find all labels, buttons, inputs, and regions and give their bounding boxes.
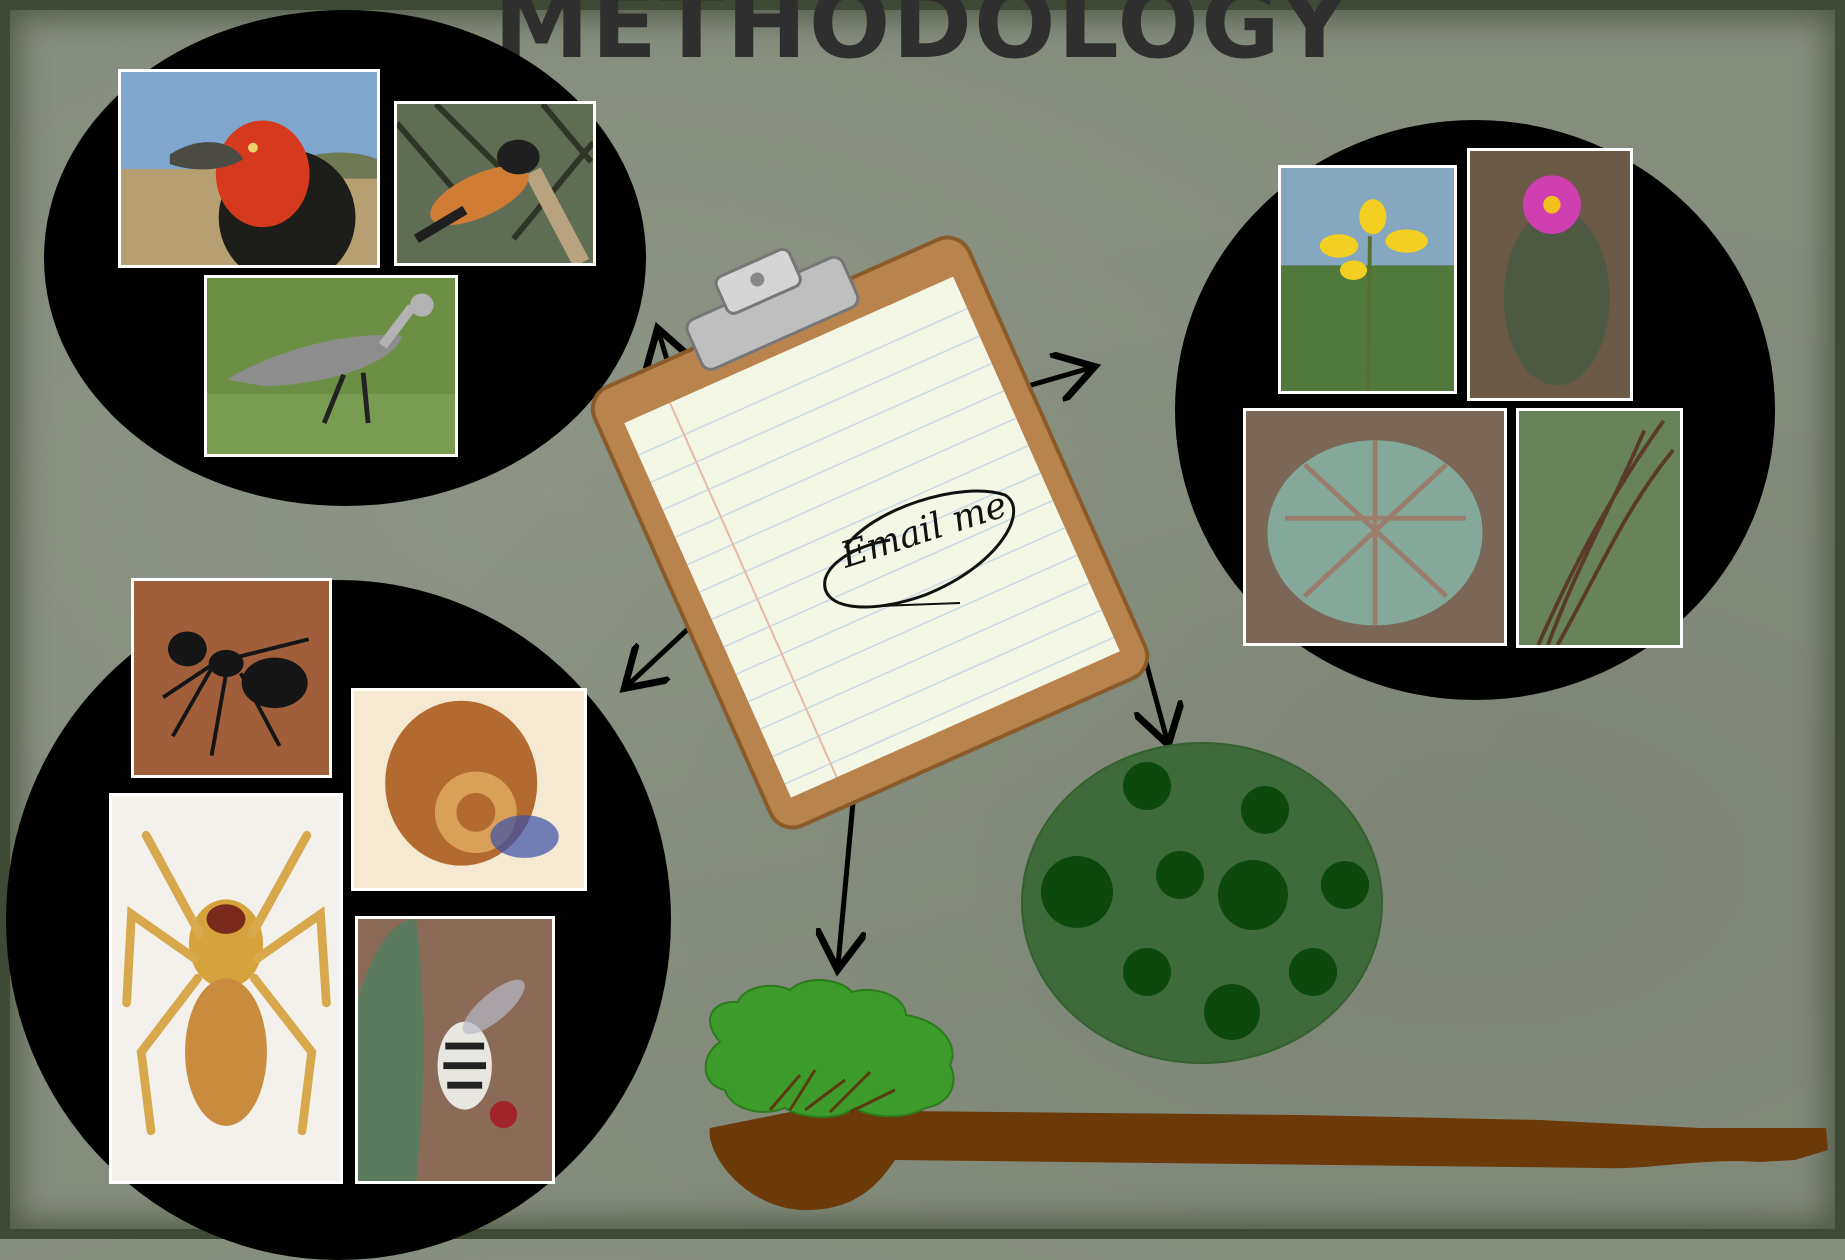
yellow-flower-photo [1278,165,1457,394]
barbet-photo [118,69,380,268]
clipboard [563,180,1155,836]
spider-photo [109,793,343,1184]
secretarybird-photo [204,275,458,457]
ant-photo [131,578,332,778]
pink-flower-photo [1467,148,1633,401]
grass-photo [1516,408,1683,648]
snail-photo [351,688,587,891]
shrike-photo [394,101,596,266]
fly-photo [355,916,555,1184]
quadrat-circle [1022,743,1382,1063]
cactus-photo [1243,408,1507,646]
